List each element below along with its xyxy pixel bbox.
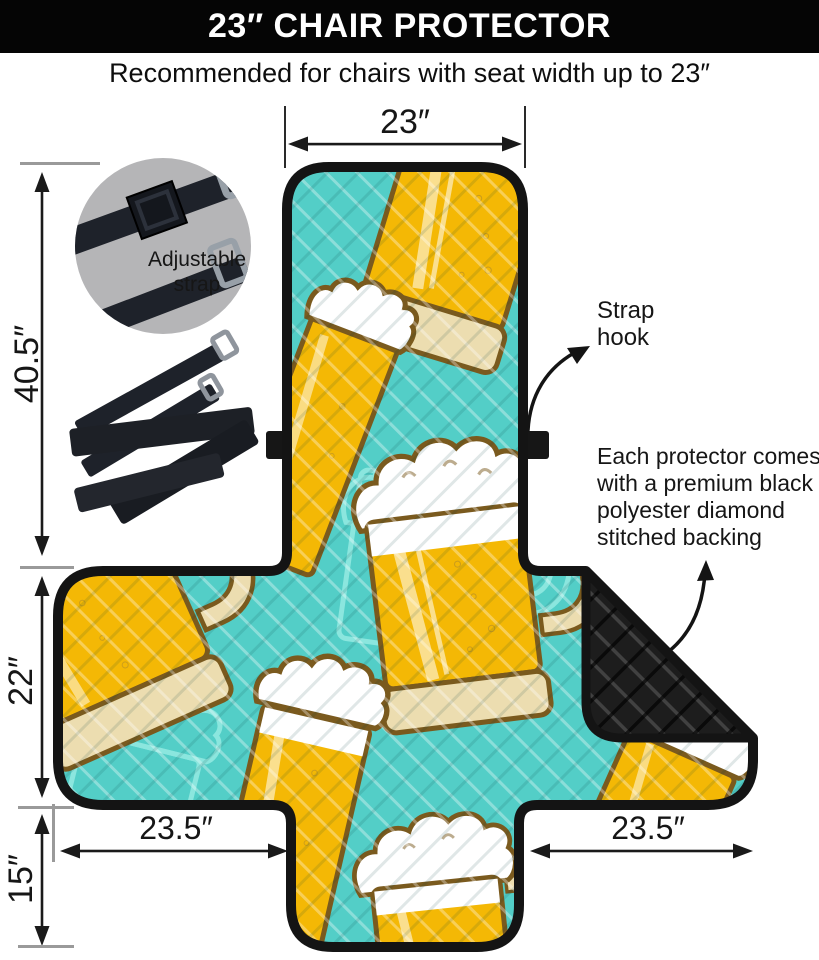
- metal-hook: [207, 237, 250, 289]
- callout-backing: Each protector comes with a premium blac…: [597, 443, 819, 550]
- dim-front-skirt-label: 15″: [2, 854, 40, 904]
- dim-right-wing-label: 23.5″: [611, 810, 685, 846]
- backing-arrow: [666, 570, 707, 654]
- dim-top-width-label: 23″: [380, 103, 430, 141]
- dim-left-wing-label: 23.5″: [139, 810, 213, 846]
- callout-strap-hook: Strap hook: [597, 297, 655, 351]
- header-bar: 23″ CHAIR PROTECTOR: [0, 0, 819, 53]
- quilting-overlay: [58, 167, 753, 947]
- binding-outline: [53, 162, 758, 952]
- subtitle: Recommended for chairs with seat width u…: [109, 58, 710, 88]
- metal-hook: [197, 372, 224, 402]
- strap-hook-tab-right: [523, 431, 549, 459]
- callout-adjustable-strap: Adjustable strap: [147, 248, 247, 296]
- metal-hook: [210, 329, 240, 361]
- callout-arrows: [526, 346, 714, 654]
- adjustable-strap-inset: [75, 158, 251, 334]
- page-title: 23″ CHAIR PROTECTOR: [208, 7, 611, 45]
- straps-bundle: [69, 329, 259, 524]
- strap-hook-arrow: [526, 351, 576, 432]
- dim-seat-side-label: 22″: [2, 656, 40, 706]
- dim-back-height-label: 40.5″: [8, 324, 46, 404]
- dimension-lines: [18, 106, 753, 948]
